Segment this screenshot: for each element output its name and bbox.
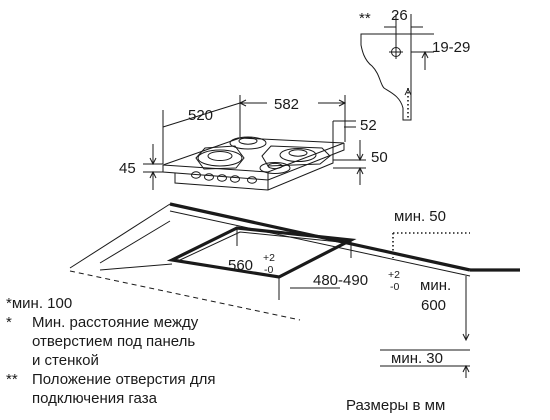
detail-marker: **: [359, 10, 371, 27]
cutout-min-bottom-label: мин. 30: [391, 350, 443, 367]
cutout-min-front-value: 600: [421, 297, 446, 314]
hob-height-label: 45: [119, 160, 136, 177]
footnote-mark: *: [6, 314, 12, 331]
cutout-depth-tol-plus: +2: [388, 269, 400, 281]
gas-connection-detail: [360, 14, 434, 121]
cutout-depth-label: 480-490: [313, 272, 368, 289]
footnote-gas-connection-text: Положение отверстия для подключения газа: [32, 371, 216, 407]
footnote-min-100: *мин. 100: [6, 294, 336, 313]
hob-width-label: 582: [274, 96, 299, 113]
footnote-wall-distance-text: Мин. расстояние между отверстием под пан…: [32, 314, 199, 369]
cutout-width-label: 560: [228, 257, 253, 274]
hob-depth-label: 520: [188, 107, 213, 124]
cutout-width-tol-plus: +2: [263, 252, 275, 264]
cutout-min-side-label: мин. 50: [394, 208, 446, 225]
units-caption: Размеры в мм: [346, 397, 446, 414]
footnote-gas-connection: ** Положение отверстия для подключения г…: [6, 370, 336, 408]
cutout-width-tol-minus: -0: [264, 264, 273, 276]
cutout-min-front-label: мин.: [420, 277, 451, 294]
footnote-wall-distance: * Мин. расстояние между отверстием под п…: [6, 313, 336, 370]
hob-drawing: [162, 136, 345, 191]
hob-side-offset-label: 52: [360, 117, 377, 134]
hob-back-offset-label: 50: [371, 149, 388, 166]
footnote-mark: **: [6, 371, 18, 388]
detail-width-label: 26: [391, 7, 408, 24]
cutout-depth-tol-minus: -0: [390, 281, 399, 293]
detail-height-label: 19-29: [432, 39, 470, 56]
worktop-drawing: [69, 202, 520, 378]
footnotes: *мин. 100 * Мин. расстояние между отверс…: [6, 294, 336, 408]
hob-dimension-lines: [143, 95, 366, 190]
footnote-min-100-text: *мин. 100: [6, 295, 73, 312]
